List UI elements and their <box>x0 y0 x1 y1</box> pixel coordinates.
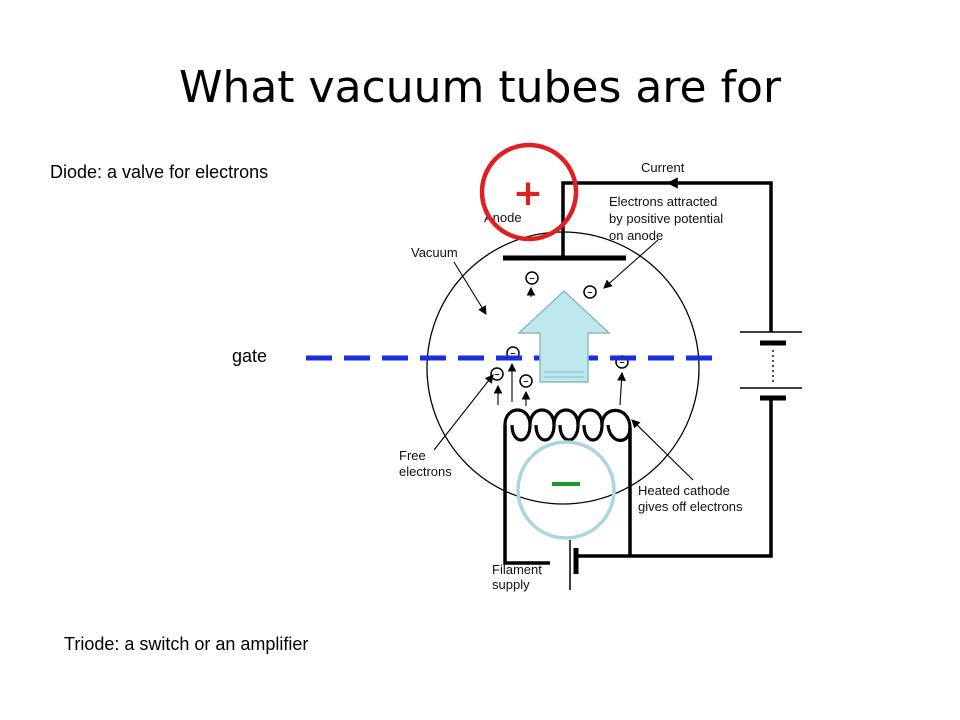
heated-cathode-label-1: Heated cathode <box>638 483 730 498</box>
triode-caption: Triode: a switch or an amplifier <box>64 634 309 654</box>
slide-title: What vacuum tubes are for <box>178 62 782 113</box>
attracted-label-1: Electrons attracted <box>609 194 717 209</box>
diode-caption: Diode: a valve for electrons <box>50 162 269 182</box>
electron: – <box>583 285 597 299</box>
electron: – <box>519 374 533 388</box>
battery-symbol <box>740 331 802 401</box>
electron-motion-arrows <box>493 286 626 406</box>
attracted-label-3: on anode <box>609 228 663 243</box>
svg-text:–: – <box>587 287 592 297</box>
filament-supply-cell <box>569 540 579 590</box>
electron: – <box>490 367 504 381</box>
diagram-labels: Current Anode Electrons attracted by pos… <box>399 160 743 592</box>
attracted-label-2: by positive potential <box>609 211 723 226</box>
svg-text:–: – <box>510 348 515 358</box>
callout-lines <box>433 239 694 481</box>
filament-supply-label-2: supply <box>492 577 530 592</box>
gate-caption: gate <box>232 346 268 366</box>
electron: – <box>525 271 539 285</box>
anode-plus-marker: + <box>479 142 579 242</box>
filament-supply-label-1: Filament <box>492 562 542 577</box>
electron-flow-arrow <box>517 289 611 383</box>
svg-text:–: – <box>619 357 624 367</box>
svg-text:–: – <box>529 273 534 283</box>
cathode-minus-marker <box>516 440 616 540</box>
svg-text:–: – <box>523 376 528 386</box>
current-label: Current <box>641 160 685 175</box>
free-electrons-label-2: electrons <box>399 464 452 479</box>
cathode-coil <box>503 408 632 442</box>
heated-cathode-label-2: gives off electrons <box>638 499 743 514</box>
free-electrons-label-1: Free <box>399 448 426 463</box>
plus-sign: + <box>513 173 543 214</box>
vacuum-label: Vacuum <box>411 245 458 260</box>
svg-text:–: – <box>494 369 499 379</box>
